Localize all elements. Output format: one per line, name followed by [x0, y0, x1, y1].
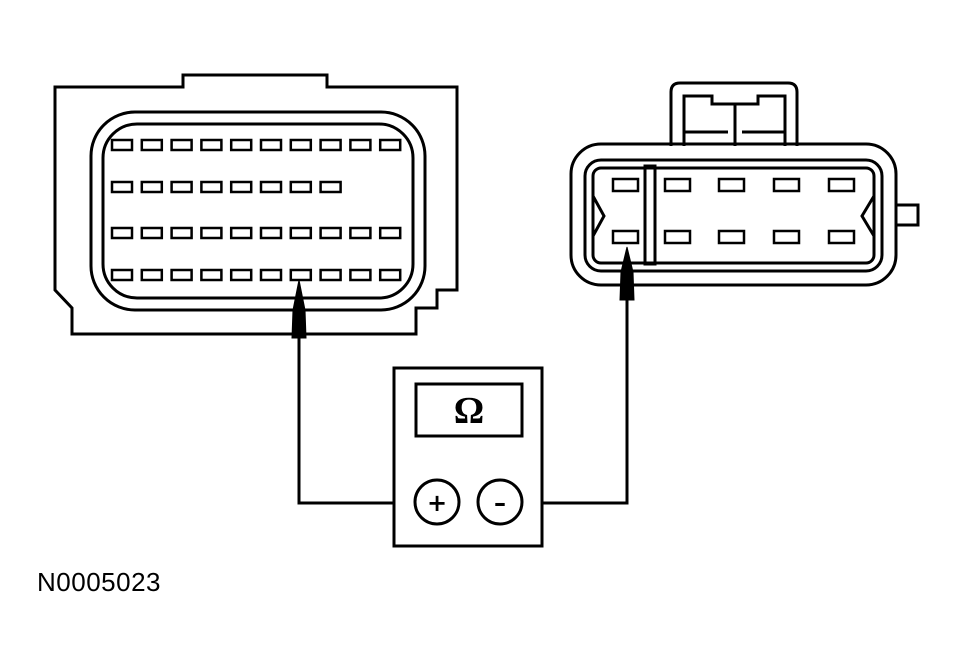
left-pin-cavity [200, 226, 223, 240]
left-pin-cavity [200, 180, 223, 194]
right-connector-lock-tab [669, 81, 799, 146]
left-pin-cavity [289, 138, 313, 152]
right-pin-cavity [663, 177, 692, 193]
left-pin-cavity [378, 138, 402, 152]
left-pin-cavity [170, 180, 193, 194]
positive-terminal[interactable] [413, 478, 461, 526]
positive-terminal-label: + [427, 489, 447, 517]
test-leads [297, 275, 629, 505]
right-connector-peg [894, 203, 920, 227]
left-pin-cavity [200, 138, 223, 152]
right-connector-separator [643, 164, 657, 266]
left-pin-cavity [259, 180, 283, 194]
figure-code: N0005023 [37, 567, 161, 597]
left-pin-cavity [349, 226, 372, 240]
left-pin-cavity [140, 138, 164, 152]
right-pin-cavity [663, 229, 692, 245]
ohmmeter-display [414, 382, 524, 438]
ohm-symbol: Ω [454, 390, 484, 432]
left-pin-cavity [378, 268, 402, 282]
left-pin-cavity [319, 268, 342, 282]
left-pin-cavity [140, 268, 164, 282]
left-pin-cavity [110, 268, 134, 282]
left-pin-cavity [319, 180, 342, 194]
probe-tips [291, 246, 635, 339]
left-pin-cavity [259, 268, 283, 282]
negative-terminal-label: – [494, 489, 506, 517]
right-pin-cavity [827, 177, 856, 193]
right-pin-cavity [611, 177, 640, 193]
left-pin-cavity [170, 268, 193, 282]
right-pin-cavity [772, 177, 801, 193]
right-connector-face [583, 158, 884, 273]
left-pin-cavity [170, 138, 193, 152]
right-connector [569, 81, 920, 287]
left-pin-cavity [378, 226, 402, 240]
left-connector-inner-face [101, 122, 415, 300]
right-pin-cavity [717, 229, 746, 245]
left-pin-cavity [229, 138, 253, 152]
positive-lead-wire [297, 320, 415, 505]
left-pin-cavity [200, 268, 223, 282]
left-pin-cavity [259, 138, 283, 152]
left-pin-cavity [140, 226, 164, 240]
negative-probe-tip [619, 246, 635, 301]
left-pin-cavity [349, 268, 372, 282]
left-pin-cavity [110, 226, 134, 240]
negative-terminal[interactable] [476, 478, 524, 526]
left-pin-cavity [140, 180, 164, 194]
negative-lead-wire [522, 275, 629, 505]
left-pin-cavity [170, 226, 193, 240]
left-pin-cavity [289, 268, 313, 282]
left-pin-cavity [229, 226, 253, 240]
right-connector-inner-face [591, 166, 876, 265]
left-pin-cavity [229, 268, 253, 282]
left-pin-cavity [319, 138, 342, 152]
right-pin-cavity [827, 229, 856, 245]
right-pin-cavity [717, 177, 746, 193]
left-connector-housing [53, 73, 459, 336]
right-pin-cavity [772, 229, 801, 245]
left-connector-outer-face [89, 110, 427, 312]
left-pin-cavity [110, 180, 134, 194]
right-pin-cavity [611, 229, 640, 245]
left-connector [53, 73, 459, 336]
left-pin-cavity [229, 180, 253, 194]
positive-probe-tip [291, 279, 307, 339]
left-pin-cavity [289, 180, 313, 194]
right-connector-side-latch-right [860, 195, 876, 237]
left-pin-cavity [110, 138, 134, 152]
left-pin-cavity [259, 226, 283, 240]
right-connector-pins [611, 177, 856, 245]
right-connector-side-latch-left [591, 195, 606, 237]
left-pin-cavity [319, 226, 342, 240]
left-pin-cavity [349, 138, 372, 152]
ohmmeter: Ω + – [392, 366, 544, 548]
left-connector-pins [110, 138, 402, 282]
left-pin-cavity [289, 226, 313, 240]
